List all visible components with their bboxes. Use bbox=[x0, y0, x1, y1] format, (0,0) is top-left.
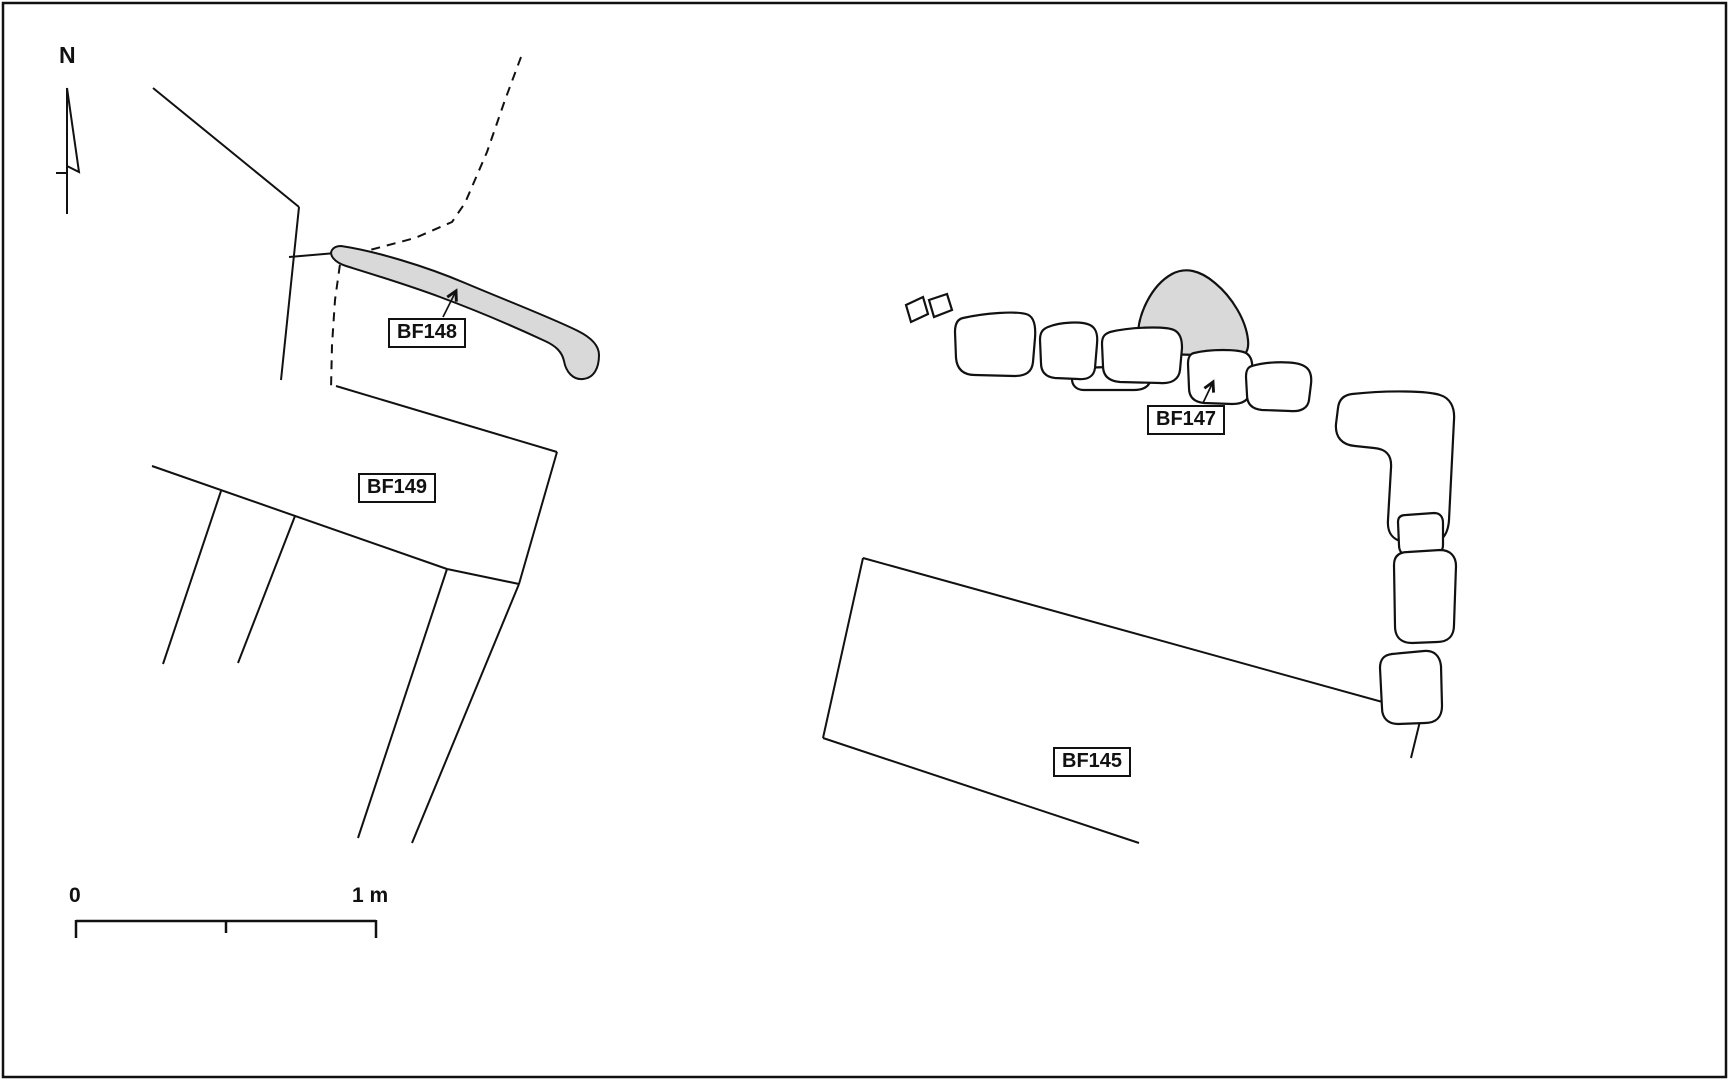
scale-start-label: 0 bbox=[69, 884, 81, 907]
bf147-stones bbox=[904, 269, 1458, 726]
stone bbox=[927, 292, 954, 319]
wall-line bbox=[288, 252, 337, 258]
stone bbox=[1244, 361, 1313, 413]
stone bbox=[953, 311, 1037, 378]
wall-line bbox=[518, 451, 558, 585]
scale-end-label: 1 m bbox=[352, 884, 389, 907]
north-label: N bbox=[59, 42, 76, 68]
wall-line bbox=[822, 557, 864, 739]
label-bf149: BF149 bbox=[358, 473, 437, 503]
stone bbox=[1038, 321, 1099, 381]
bf145-outline bbox=[822, 557, 1423, 844]
label-bf148: BF148 bbox=[388, 318, 467, 348]
dashed-cut-line bbox=[330, 56, 522, 390]
wall-line bbox=[237, 515, 296, 664]
stone bbox=[1396, 511, 1445, 557]
wall-line bbox=[152, 87, 300, 208]
stone bbox=[904, 295, 930, 324]
wall-line bbox=[151, 465, 448, 570]
stone bbox=[1186, 348, 1254, 406]
wall-line bbox=[280, 206, 300, 381]
stone bbox=[1392, 548, 1458, 645]
wall-line bbox=[162, 490, 222, 665]
left-trench-walls bbox=[152, 56, 522, 390]
wall-line bbox=[357, 568, 448, 839]
bf147-leader-arrow bbox=[1202, 379, 1216, 404]
label-bf145: BF145 bbox=[1053, 747, 1132, 777]
north-arrow-icon bbox=[56, 87, 81, 214]
north-arrow-head bbox=[66, 87, 81, 174]
wall-line bbox=[335, 385, 558, 453]
bf148-feature-shape bbox=[330, 244, 601, 381]
label-bf147: BF147 bbox=[1147, 405, 1226, 435]
wall-line bbox=[822, 737, 1140, 844]
wall-line bbox=[411, 583, 520, 844]
bf148-leader-arrow bbox=[442, 288, 458, 318]
wall-line bbox=[862, 557, 1423, 714]
scale-bar bbox=[74, 919, 378, 938]
stone bbox=[1378, 649, 1444, 726]
stone bbox=[1100, 326, 1184, 385]
wall-line bbox=[446, 568, 520, 585]
bf149-wall-lines bbox=[151, 385, 558, 844]
stone bbox=[1334, 390, 1456, 546]
